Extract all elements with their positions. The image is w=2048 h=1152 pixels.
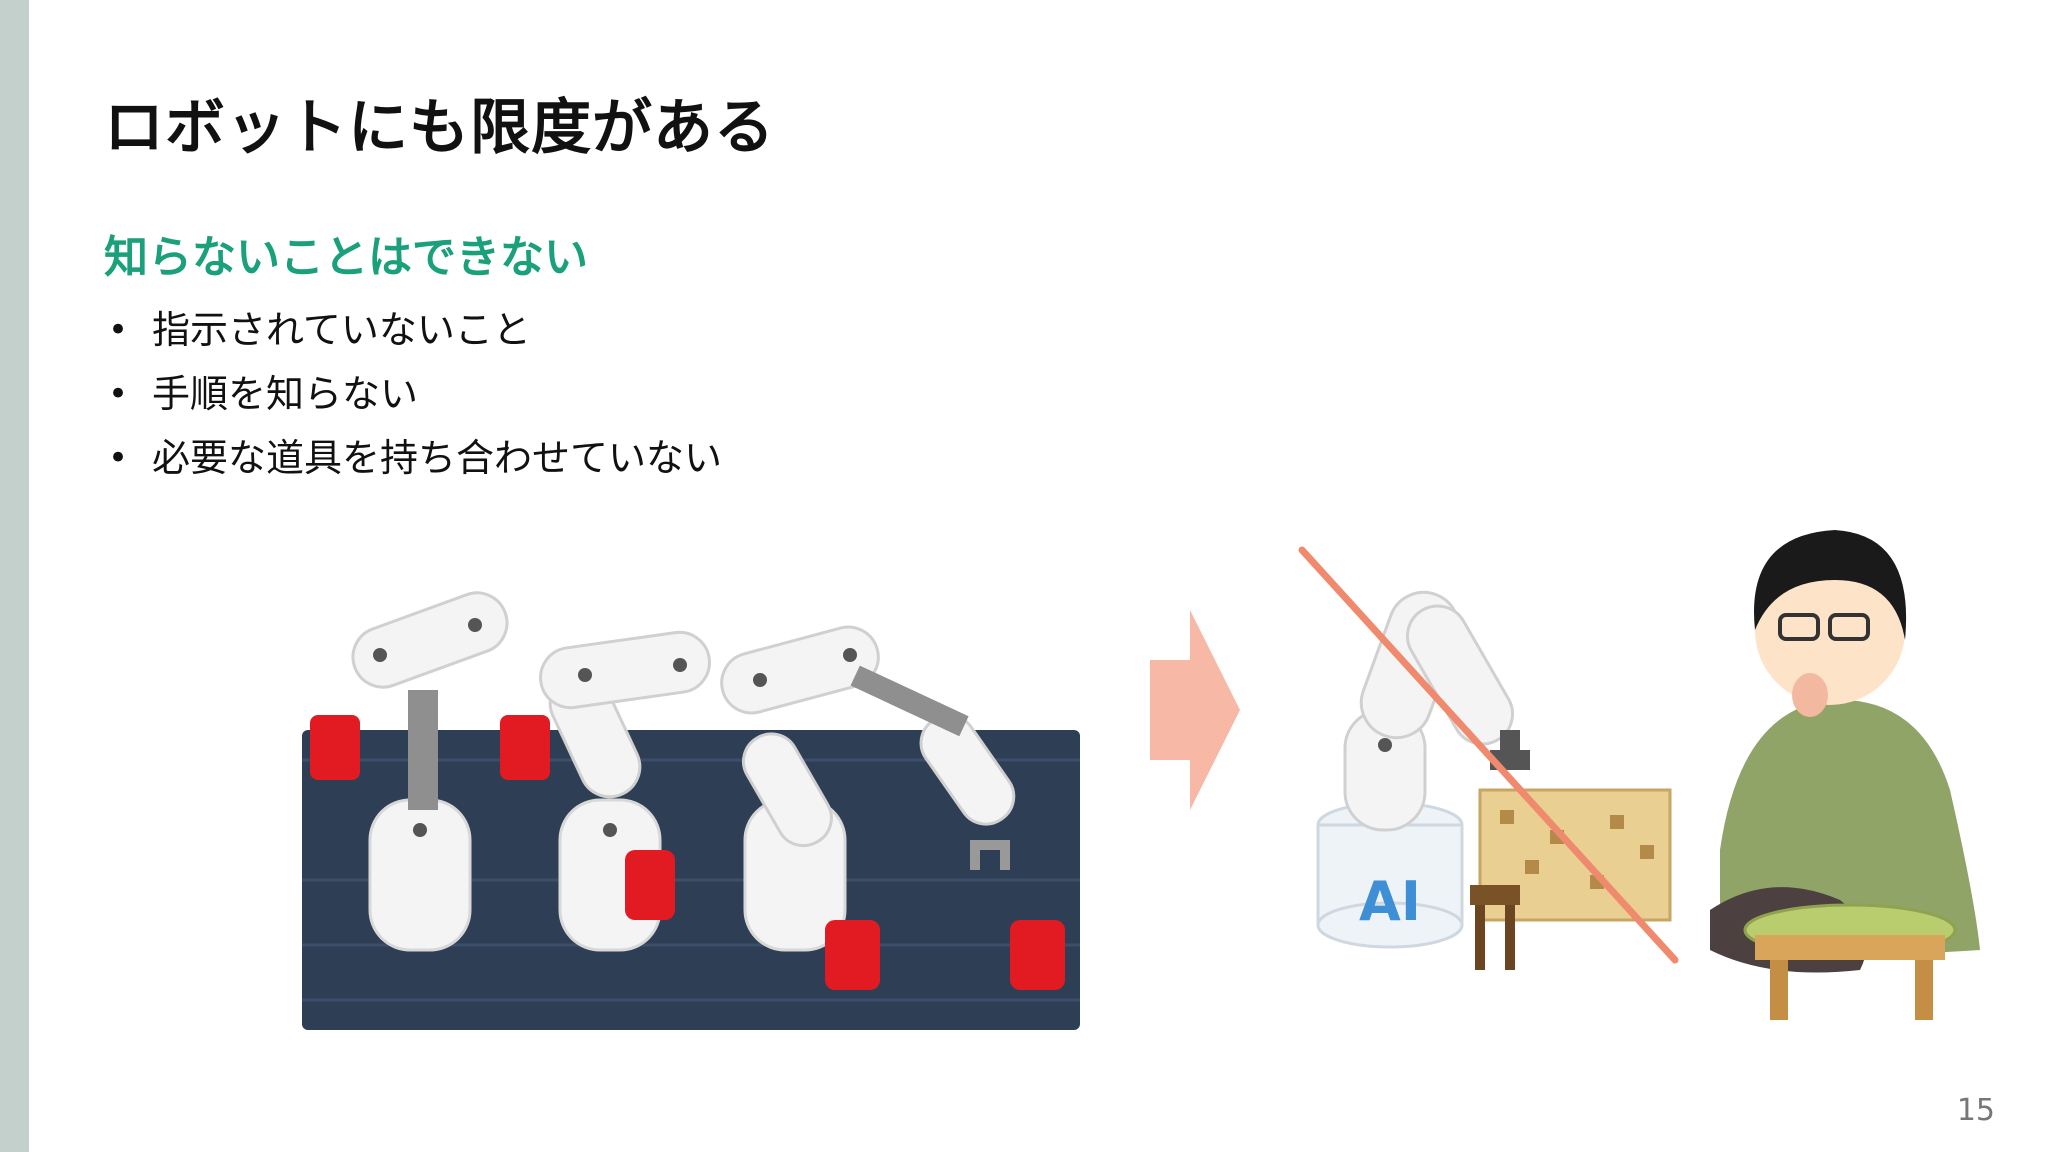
bullet-item: • 必要な道具を持ち合わせていない [104,426,722,490]
bullet-marker: • [108,438,129,478]
ai-shogi-illustration: AI [1298,530,1980,1020]
bullet-item: • 指示されていないこと [104,298,722,362]
bullet-text: 指示されていないこと [152,308,531,352]
bullet-marker: • [108,374,129,414]
ai-badge-text: AI [1359,870,1421,933]
bullet-marker: • [108,310,129,350]
bullet-item: • 手順を知らない [104,362,722,426]
right-arrow-icon [1150,610,1240,810]
slide-subtitle: 知らないことはできない [104,232,588,283]
bullet-list: • 指示されていないこと • 手順を知らない • 必要な道具を持ち合わせていない [104,298,722,490]
bullet-text: 手順を知らない [152,372,419,416]
bullet-text: 必要な道具を持ち合わせていない [152,436,723,480]
side-accent-bar [0,0,29,1152]
robot-arms-illustration [302,591,1080,1030]
page-number: 15 [1956,1093,1995,1128]
slide-title: ロボットにも限度がある [104,93,775,163]
